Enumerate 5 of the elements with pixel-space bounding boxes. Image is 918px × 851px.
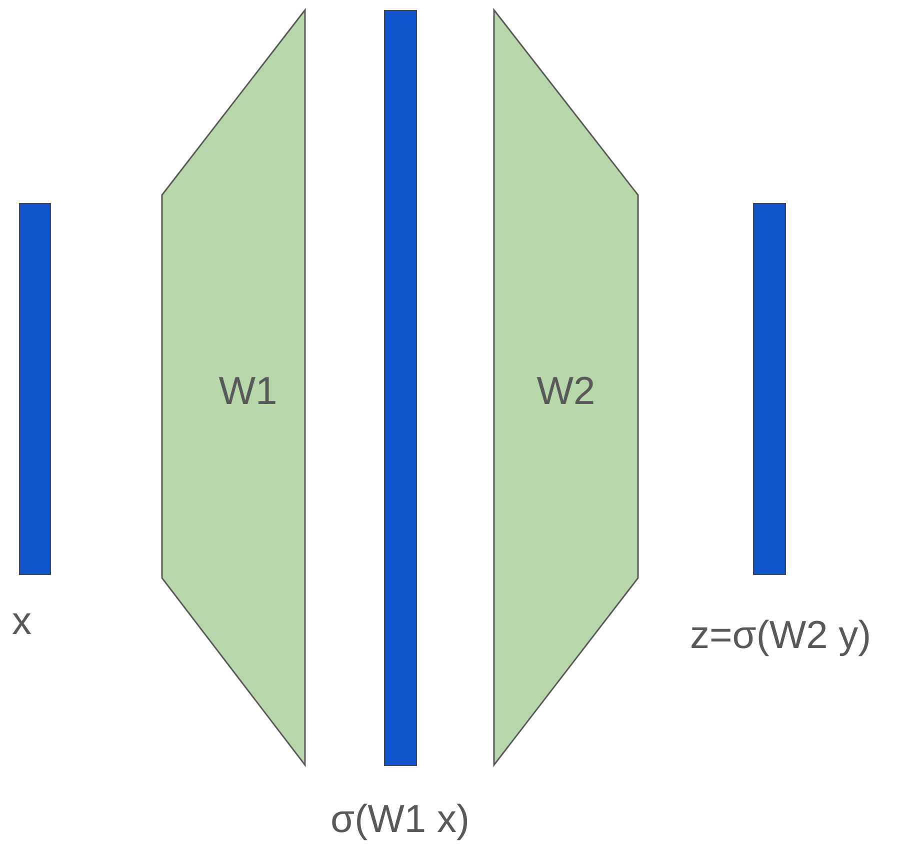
vector-label: σ(W1 x) (330, 800, 470, 839)
weight-label: W2 (536, 372, 596, 411)
weight-label: W1 (218, 372, 278, 411)
vector-label: x (12, 602, 32, 641)
vector-label: z=σ(W2 y) (690, 616, 872, 655)
